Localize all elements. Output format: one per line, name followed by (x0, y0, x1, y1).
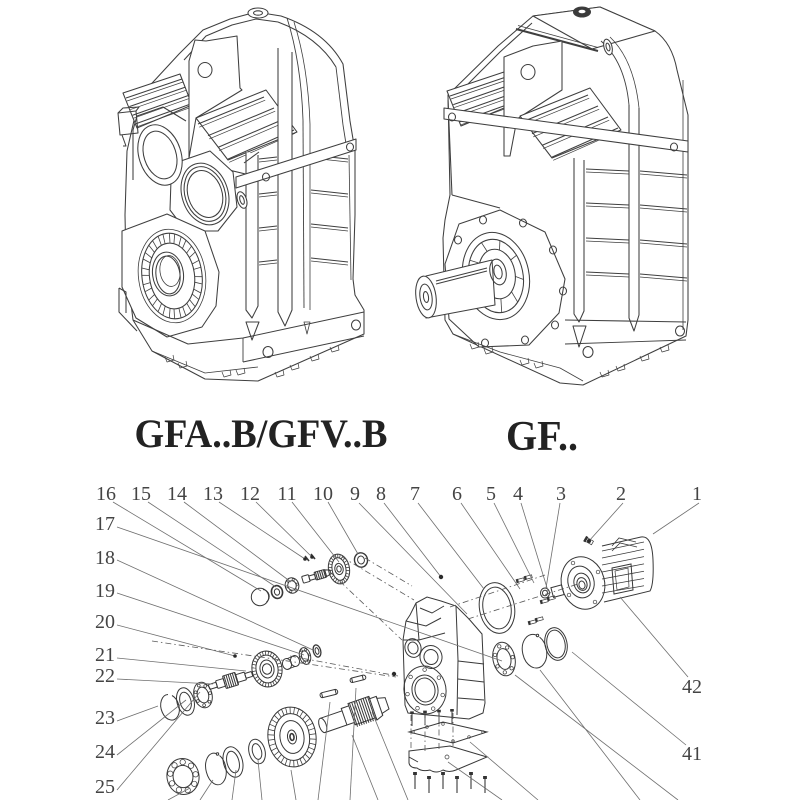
svg-text:12: 12 (240, 483, 260, 505)
svg-text:15: 15 (131, 483, 151, 505)
svg-text:42: 42 (682, 676, 702, 698)
svg-text:16: 16 (96, 483, 116, 505)
svg-text:7: 7 (410, 483, 420, 505)
svg-text:21: 21 (95, 644, 115, 666)
svg-text:17: 17 (95, 513, 115, 535)
svg-text:1: 1 (692, 483, 702, 505)
svg-text:3: 3 (556, 483, 566, 505)
svg-text:4: 4 (513, 483, 523, 505)
svg-text:8: 8 (376, 483, 386, 505)
svg-text:13: 13 (203, 483, 223, 505)
svg-text:6: 6 (452, 483, 462, 505)
svg-text:25: 25 (95, 776, 115, 798)
svg-text:14: 14 (167, 483, 187, 505)
svg-text:20: 20 (95, 611, 115, 633)
svg-text:18: 18 (95, 547, 115, 569)
svg-text:10: 10 (313, 483, 333, 505)
svg-text:9: 9 (350, 483, 360, 505)
svg-text:22: 22 (95, 665, 115, 687)
svg-text:2: 2 (616, 483, 626, 505)
svg-text:GFA..B/GFV..B: GFA..B/GFV..B (135, 411, 388, 456)
svg-text:23: 23 (95, 707, 115, 729)
svg-text:GF..: GF.. (506, 414, 578, 460)
svg-text:41: 41 (682, 743, 702, 765)
svg-text:24: 24 (95, 741, 115, 763)
svg-text:19: 19 (95, 580, 115, 602)
svg-text:5: 5 (486, 483, 496, 505)
svg-text:11: 11 (277, 483, 296, 505)
